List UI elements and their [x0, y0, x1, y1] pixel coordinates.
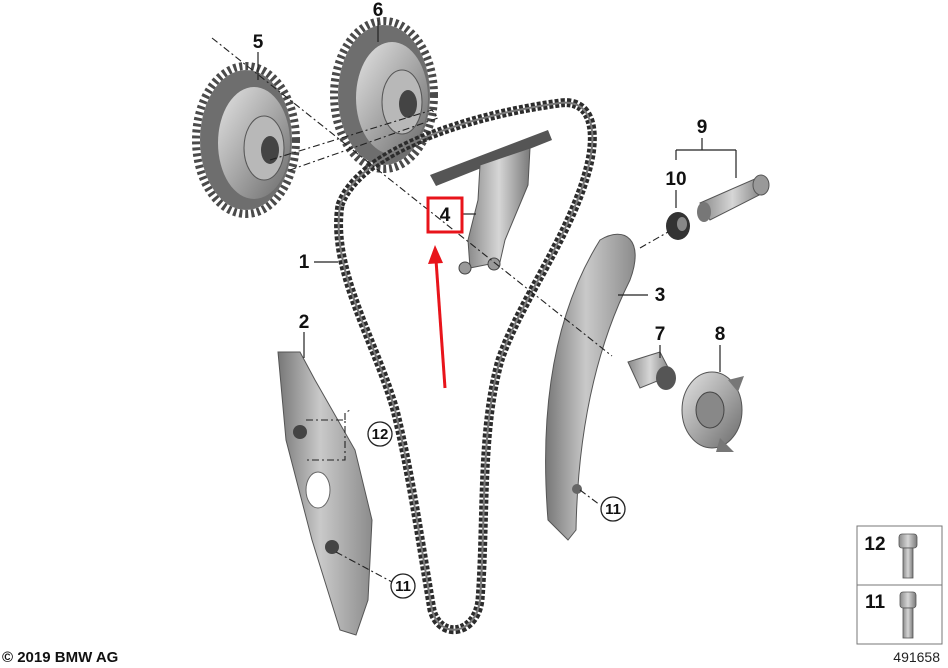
callout-9: 9 [697, 117, 708, 138]
camshaft-sprocket-6 [330, 17, 438, 173]
callout-3: 3 [655, 285, 666, 306]
sealing-ring-10 [666, 212, 690, 240]
bolt-11-icon [899, 591, 917, 639]
guide-rail-4 [430, 130, 552, 275]
drawing-number: 491658 [893, 649, 940, 665]
bolt-12-icon [898, 533, 918, 579]
svg-text:12: 12 [372, 426, 389, 443]
highlight-box-4 [426, 196, 464, 234]
callout-4: 4 [440, 205, 451, 226]
callout-11-circled-guide: 11 [390, 573, 416, 599]
legend-label-12: 12 [864, 534, 885, 555]
oil-control-valve-7 [627, 351, 676, 390]
svg-text:11: 11 [605, 501, 621, 518]
solenoid-valve-8 [681, 371, 744, 452]
highlight-arrow [428, 245, 447, 389]
callout-6: 6 [373, 0, 384, 21]
copyright-text: © 2019 BMW AG [2, 649, 118, 666]
tensioner-rail-3 [545, 233, 636, 541]
callout-12-circled: 12 [367, 421, 393, 447]
callout-5: 5 [253, 32, 264, 53]
legend-label-11: 11 [865, 592, 886, 613]
callout-2: 2 [299, 312, 310, 333]
callout-8: 8 [715, 324, 726, 345]
callout-11-circled-rail: 11 [600, 496, 626, 522]
leader-lines [257, 20, 737, 372]
callout-7: 7 [655, 324, 666, 345]
bolt-legend: 12 11 [856, 525, 943, 645]
callout-1: 1 [299, 252, 310, 273]
assembly-axes [211, 37, 669, 583]
camshaft-sprocket-5 [192, 62, 300, 218]
guide-rail-2 [277, 351, 373, 636]
timing-chain-highlight [337, 101, 594, 631]
callout-10: 10 [665, 169, 686, 190]
svg-text:11: 11 [395, 578, 411, 595]
chain-tensioner-9 [697, 174, 770, 222]
